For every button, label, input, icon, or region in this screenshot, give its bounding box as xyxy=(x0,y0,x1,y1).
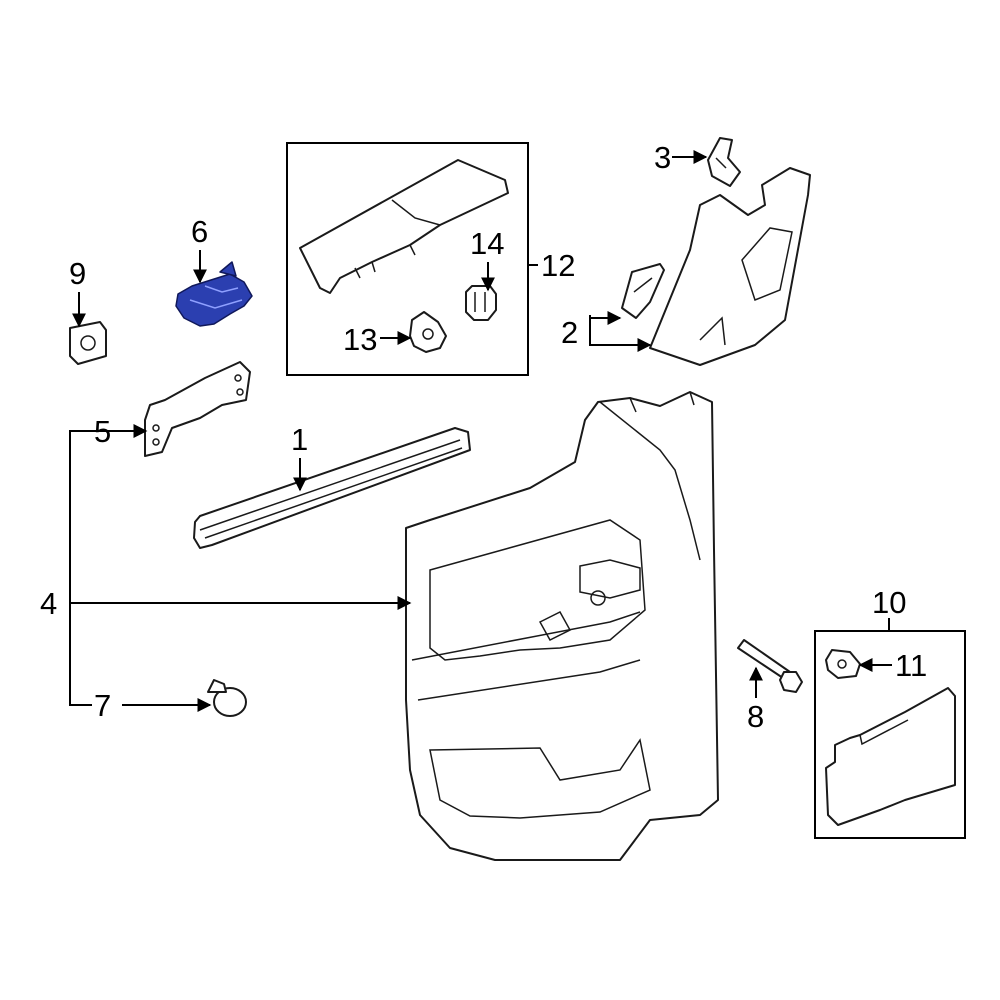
callout-14: 14 xyxy=(470,226,504,261)
part-14-clip[interactable] xyxy=(465,285,497,321)
part-10-pocket-panel[interactable] xyxy=(825,687,956,826)
callout-12: 12 xyxy=(541,248,575,283)
callout-7: 7 xyxy=(94,688,111,723)
callout-3: 3 xyxy=(654,140,671,175)
callout-5: 5 xyxy=(94,414,111,449)
callout-13: 13 xyxy=(343,322,377,357)
part-11-clip[interactable] xyxy=(825,649,861,679)
callout-10: 10 xyxy=(872,585,906,620)
part-9-nut[interactable] xyxy=(69,321,107,365)
callout-6: 6 xyxy=(191,214,208,249)
callout-8: 8 xyxy=(747,699,764,734)
callout-9: 9 xyxy=(69,256,86,291)
part-3-clip[interactable] xyxy=(707,137,741,187)
part-4-door-panel[interactable] xyxy=(405,391,719,861)
callout-11: 11 xyxy=(895,648,927,683)
part-13-clip[interactable] xyxy=(409,311,447,353)
callout-2: 2 xyxy=(561,315,578,350)
part-5-bracket[interactable] xyxy=(144,361,251,457)
part-12-trim-panel[interactable] xyxy=(299,159,509,294)
callout-4: 4 xyxy=(40,586,57,621)
part-1-armrest[interactable] xyxy=(193,427,471,549)
part-7-push-pin[interactable] xyxy=(207,679,247,717)
part-6-bracket-highlighted[interactable] xyxy=(175,261,253,327)
part-8-bolt[interactable] xyxy=(737,639,803,693)
leader-lines xyxy=(69,150,892,712)
group-box-12 xyxy=(286,142,529,376)
part-2-pillar-trim[interactable] xyxy=(621,167,811,366)
callout-1: 1 xyxy=(291,422,308,457)
